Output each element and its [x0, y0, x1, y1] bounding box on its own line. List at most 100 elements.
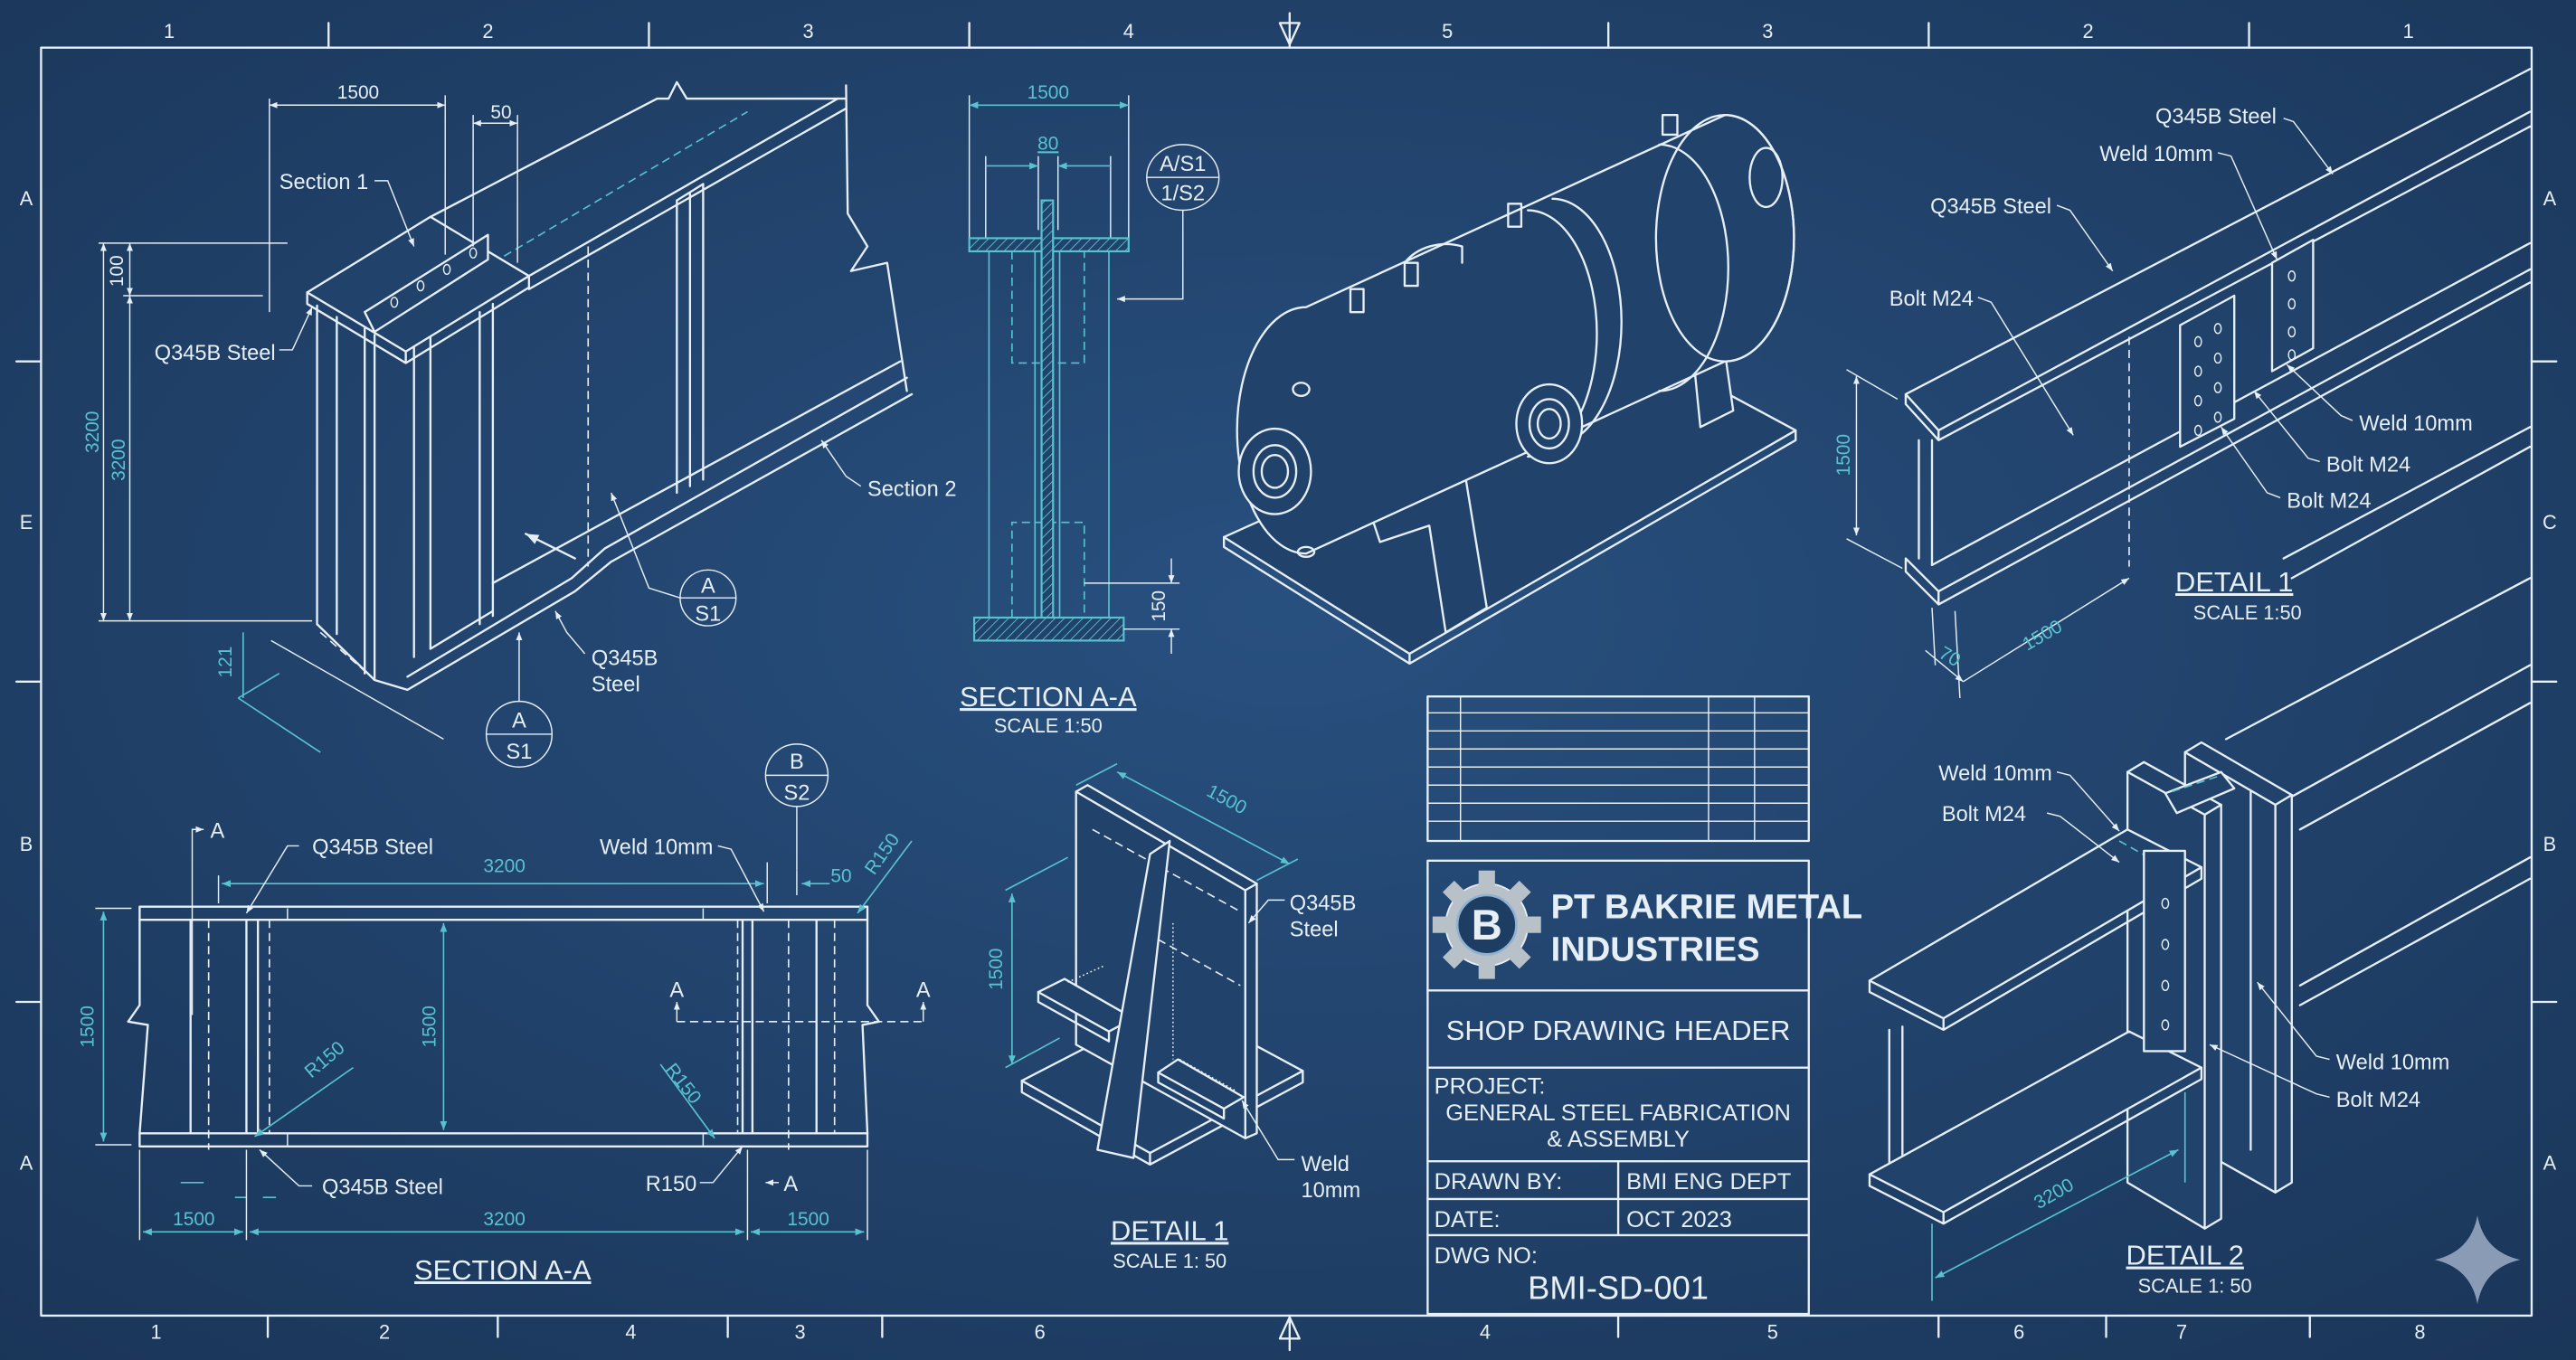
dim-height: 1500 [986, 948, 1007, 989]
label-material-line1: Q345B [592, 647, 658, 671]
dim-height-left: 1500 [78, 1006, 99, 1047]
drawn-by-label: DRAWN BY: [1435, 1169, 1563, 1195]
callout-bottom: 1/S2 [1160, 183, 1205, 206]
column-label: 1 [164, 20, 175, 42]
detail-2-view: Weld 10mm Bolt M24 Weld 10mm Bolt M24 32… [1868, 577, 2532, 1301]
view-title: DETAIL 2 [2126, 1240, 2244, 1271]
column-label: 3 [794, 1320, 805, 1343]
column-label: 8 [2414, 1320, 2425, 1343]
logo-letter: B [1472, 902, 1502, 949]
top-ticks [327, 12, 2250, 49]
label-material-line1: Q345B [1290, 892, 1357, 915]
label-weld-line1: Weld [1302, 1153, 1350, 1176]
callout-bottom: S2 [783, 782, 810, 806]
column-label: 6 [1035, 1320, 1046, 1343]
callout-bubble: A S1 [485, 700, 554, 768]
company-name-line1: PT BAKRIE METAL [1551, 887, 1863, 926]
pressure-vessel-view [1222, 114, 1797, 666]
sheet-border: 1 2 3 4 5 3 2 1 1 2 4 3 6 4 5 6 7 8 A E … [14, 12, 2558, 1352]
callout-top: A [512, 710, 526, 733]
row-label: E [20, 511, 33, 534]
dim-offset: 50 [490, 102, 511, 123]
column-label: 2 [2082, 20, 2093, 42]
dim-height-outer: 3200 [82, 411, 103, 453]
bottom-flange-section [972, 616, 1125, 642]
column-label: 5 [1442, 20, 1453, 42]
shear-plate [2143, 849, 2186, 1053]
dim-bottom-left: 1500 [173, 1209, 214, 1230]
company-logo: B PT BAKRIE METAL INDUSTRIES [1432, 870, 1863, 979]
label-bolt: Bolt M24 [2326, 453, 2410, 477]
view-title: SECTION A-A [960, 681, 1137, 713]
view-scale: SCALE 1:50 [2193, 601, 2302, 624]
dim-flange: 100 [107, 255, 128, 287]
row-label: A [20, 187, 33, 210]
revision-table [1426, 694, 1810, 843]
label-material: Q345B Steel [322, 1176, 443, 1200]
nozzle-flanges [1237, 382, 1584, 515]
label-material: Q345B Steel [2155, 105, 2277, 128]
gear-icon: B [1432, 870, 1541, 979]
view-title: DETAIL 1 [2175, 566, 2293, 598]
callout-top: A [701, 575, 715, 599]
dim-height-mid: 1500 [419, 1006, 440, 1047]
column-label: 1 [150, 1320, 161, 1343]
label-material: Q345B Steel [1930, 195, 2051, 219]
row-label: A [2543, 1151, 2557, 1174]
row-label: A [2543, 187, 2557, 210]
view-title: SECTION A-A [414, 1254, 592, 1286]
beam-dimensions: 1500 50 100 3200 3200 121 [82, 82, 518, 753]
date-value: OCT 2023 [1626, 1207, 1732, 1232]
dim-width: 1500 [1028, 82, 1069, 103]
column-label: 4 [1123, 20, 1134, 42]
section-a-a-top: 1500 80 A/S1 1/S2 150 SECTION A-A SCALE … [960, 82, 1220, 737]
radius-bottom: R150 [646, 1173, 696, 1196]
view-scale: SCALE 1: 50 [1113, 1250, 1226, 1272]
dim-height: 1500 [1833, 434, 1854, 476]
label-section-2: Section 2 [867, 478, 956, 502]
dim-bottom-right: 1500 [787, 1209, 829, 1230]
company-name-line2: INDUSTRIES [1551, 930, 1760, 969]
dim-gap: 80 [1037, 133, 1058, 154]
callout-bottom: S1 [507, 741, 533, 764]
view-scale: SCALE 1:50 [994, 714, 1103, 737]
cut-line-a-a: A A [669, 979, 931, 1023]
column-label: 4 [1480, 1320, 1491, 1343]
label-weld: Weld 10mm [2099, 143, 2213, 166]
column-label: 3 [803, 20, 814, 42]
label-bolt: Bolt M24 [2336, 1089, 2420, 1112]
column-label: 2 [379, 1320, 390, 1343]
column-label: 6 [2013, 1320, 2024, 1343]
column-label: 7 [2176, 1320, 2187, 1343]
dim-base: 121 [215, 647, 236, 678]
dim-gap: 50 [830, 865, 851, 886]
label-material: Q345B Steel [312, 836, 433, 860]
label-weld: Weld 10mm [1938, 762, 2052, 786]
cut-mark: A [210, 819, 224, 843]
column-label: 2 [482, 20, 493, 42]
sheet-header: SHOP DRAWING HEADER [1446, 1015, 1791, 1046]
cut-mark-left: A [669, 979, 684, 1003]
label-bolt: Bolt M24 [2287, 489, 2371, 513]
label-weld: Weld 10mm [2359, 412, 2473, 436]
label-material-line2: Steel [592, 674, 640, 697]
row-label: A [20, 1151, 33, 1174]
callout-bubble: A S1 [679, 569, 737, 627]
side-ticks [14, 360, 2558, 1004]
callout-bubble: B S2 [764, 743, 829, 808]
drawn-by-value: BMI ENG DEPT [1626, 1169, 1791, 1195]
label-weld: Weld 10mm [600, 836, 714, 860]
label-material: Q345B Steel [155, 342, 276, 365]
project-name-line1: GENERAL STEEL FABRICATION [1445, 1100, 1791, 1126]
title-block: B PT BAKRIE METAL INDUSTRIES SHOP DRAWIN… [1426, 859, 1863, 1316]
splice-plates [2179, 239, 2315, 449]
column-label: 1 [2403, 20, 2414, 42]
section-a-a-bottom: 1500 1500 3200 50 R150 A Q345B Steel Wel… [78, 743, 931, 1286]
label-bolt: Bolt M24 [1942, 803, 2026, 826]
beam-geometry [306, 80, 914, 692]
dim-base: 150 [1149, 590, 1170, 622]
callout-bubble: A/S1 1/S2 [1146, 144, 1220, 212]
view-title: DETAIL 1 [1111, 1214, 1228, 1246]
date-label: DATE: [1435, 1207, 1501, 1232]
